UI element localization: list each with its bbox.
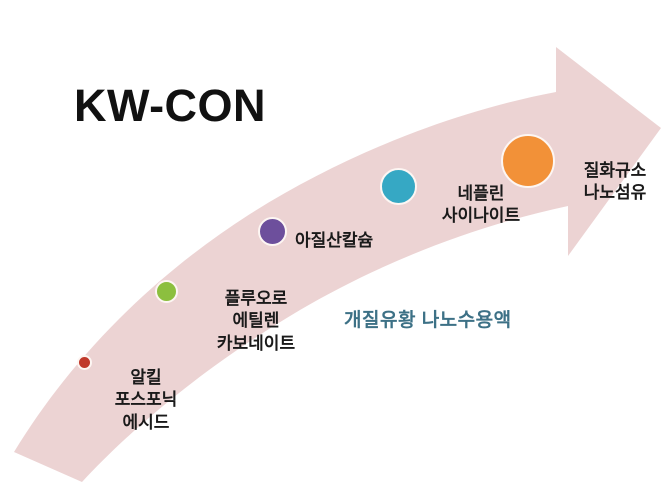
- node-label-line: 사이나이트: [441, 206, 521, 226]
- node-label-line: 네플린: [457, 184, 505, 203]
- node-label-line: 나노섬유: [583, 183, 647, 203]
- node-label-silicon-nitride-nanofiber: 질화규소 나노섬유: [560, 160, 668, 205]
- node-dot-fluoroethylene-carbonate[interactable]: [155, 280, 178, 303]
- node-label-fluoroethylene-carbonate: 플루오로 에틸렌 카보네이트: [166, 288, 346, 355]
- page-title: KW-CON: [74, 80, 267, 131]
- node-label-line: 카보네이트: [216, 333, 296, 353]
- node-dot-alkyl-phosphonic-acid[interactable]: [77, 355, 92, 370]
- node-label-line: 아질산칼슘: [295, 231, 374, 250]
- node-label-line: 플루오로: [224, 289, 288, 308]
- node-dot-silicon-nitride-nanofiber[interactable]: [501, 134, 555, 188]
- arrow-band-shape: [14, 47, 661, 482]
- node-label-line: 알킬: [130, 368, 162, 387]
- node-label-line: 포스포닉: [114, 390, 178, 410]
- node-label-line: 에틸렌: [232, 311, 280, 331]
- node-label-nepheline-syenite: 네플린 사이나이트: [406, 183, 556, 228]
- node-label-line: 질화규소: [583, 161, 647, 180]
- node-label-line: 에시드: [122, 412, 170, 432]
- node-dot-nepheline-syenite[interactable]: [380, 168, 417, 205]
- callout-text: 개질유황 나노수용액: [344, 310, 512, 331]
- node-label-calcium-nitrite: 아질산칼슘: [295, 230, 415, 252]
- node-label-alkyl-phosphonic-acid: 알킬 포스포닉 에시드: [81, 367, 211, 434]
- node-dot-calcium-nitrite[interactable]: [258, 217, 287, 246]
